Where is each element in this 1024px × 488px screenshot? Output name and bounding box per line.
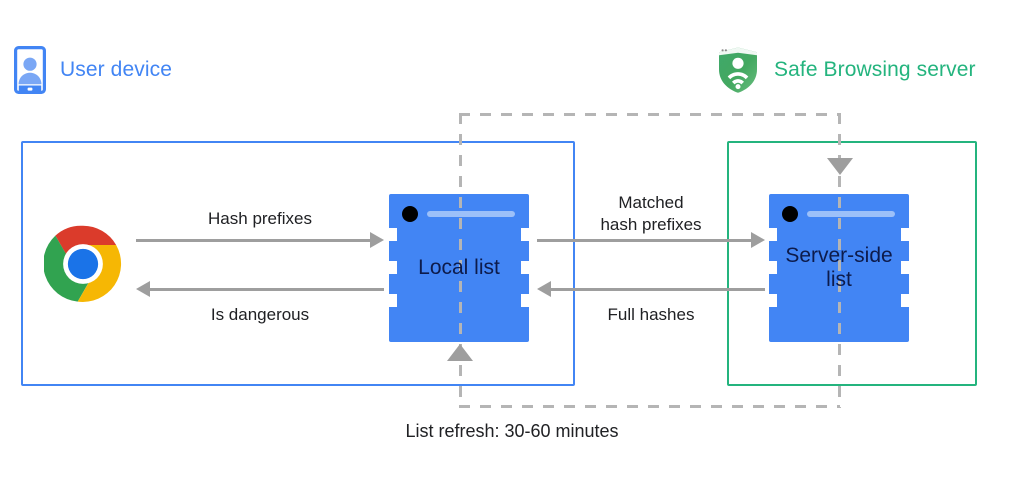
arrow-is-dangerous (136, 281, 384, 297)
arrow-line (537, 238, 751, 242)
chip-notch (901, 261, 910, 274)
refresh-loop-arrow-up-icon (447, 344, 473, 361)
legend-user-device-label: User device (60, 58, 172, 81)
arrow-head-left-icon (136, 281, 150, 297)
arrow-hash-prefixes (136, 232, 384, 248)
chip-status-dot-icon (402, 206, 418, 222)
arrow-label-hash-prefixes: Hash prefixes (208, 209, 312, 228)
chip-notch (901, 294, 910, 307)
chip-title-bar (427, 211, 515, 217)
legend-safe-browsing-server-label: Safe Browsing server (774, 58, 976, 81)
local-list-label: Local list (418, 255, 500, 279)
refresh-loop-left-segment (459, 113, 462, 408)
chip-status-dot-icon (782, 206, 798, 222)
legend-user-device: User device (14, 46, 172, 94)
arrow-matched-hash-prefixes (537, 232, 765, 248)
refresh-loop-right-segment (838, 113, 841, 408)
arrow-full-hashes (537, 281, 765, 297)
chip-notch (388, 294, 397, 307)
chip-notch (521, 294, 530, 307)
arrow-head-right-icon (370, 232, 384, 248)
refresh-loop-bottom-segment (459, 405, 840, 408)
arrow-line (136, 238, 370, 242)
arrow-line (150, 287, 384, 291)
arrow-head-left-icon (537, 281, 551, 297)
chip-notch (768, 261, 777, 274)
refresh-loop-caption: List refresh: 30-60 minutes (405, 421, 619, 441)
arrow-head-right-icon (751, 232, 765, 248)
shield-wifi-icon (716, 46, 760, 94)
legend-safe-browsing-server: Safe Browsing server (716, 46, 976, 94)
safe-browsing-server-container (727, 141, 977, 386)
arrow-label-full-hashes: Full hashes (607, 305, 695, 324)
arrow-line (551, 287, 765, 291)
chip-notch (521, 228, 530, 241)
refresh-loop-arrow-down-icon (827, 158, 853, 175)
phone-person-icon (14, 46, 46, 94)
arrow-label-is-dangerous: Is dangerous (210, 305, 310, 324)
chip-notch (521, 261, 530, 274)
chip-notch (768, 228, 777, 241)
chip-title-bar (807, 211, 895, 217)
server-side-list-label: Server-side list (785, 243, 893, 291)
chip-notch (901, 228, 910, 241)
refresh-loop-top-segment (459, 113, 840, 116)
arrow-label-matched-hash-prefixes: Matched hash prefixes (600, 193, 702, 235)
chrome-logo-icon (43, 225, 122, 303)
chip-notch (388, 228, 397, 241)
chip-notch (388, 261, 397, 274)
chip-notch (768, 294, 777, 307)
user-device-container (21, 141, 575, 386)
